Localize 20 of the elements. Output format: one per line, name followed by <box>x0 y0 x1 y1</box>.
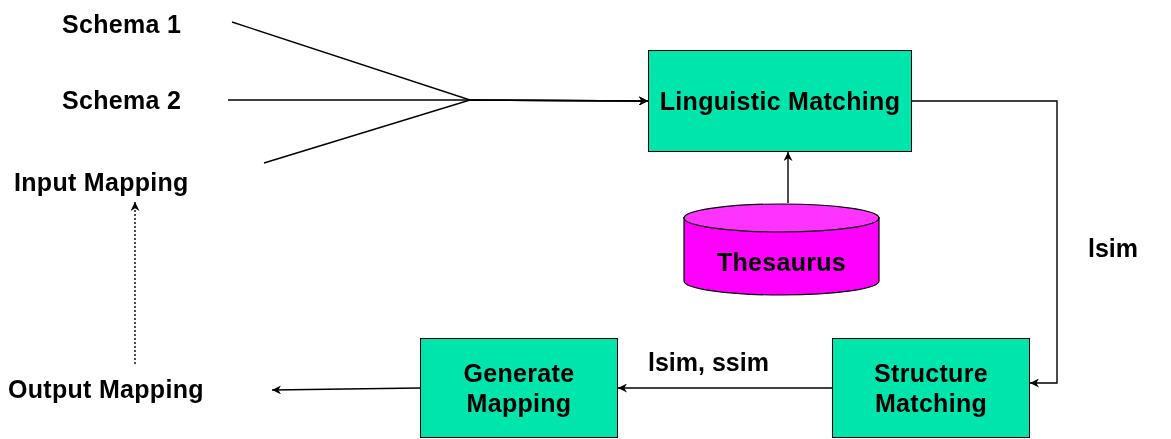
node-label: Output Mapping <box>8 374 204 404</box>
edge-label: lsim, ssim <box>648 348 769 377</box>
node-label: Thesaurus <box>716 247 847 277</box>
node-label: Schema 1 <box>62 9 182 39</box>
arrow <box>617 383 833 393</box>
process-box <box>832 338 1030 438</box>
edge-label: lsim <box>1088 234 1139 263</box>
node-label: Generate Mapping <box>462 358 576 418</box>
process-box <box>648 50 912 152</box>
node-label: Schema 2 <box>62 85 182 115</box>
process-box <box>420 338 618 438</box>
arrow <box>783 151 793 204</box>
arrow <box>130 201 140 365</box>
database-cylinder <box>683 203 880 295</box>
arrow <box>271 385 421 395</box>
node-label: Linguistic Matching <box>659 86 901 116</box>
node-label: Input Mapping <box>14 167 189 197</box>
node-label: Structure Matching <box>873 358 989 418</box>
arrow <box>263 96 649 164</box>
arrow <box>911 100 1058 388</box>
